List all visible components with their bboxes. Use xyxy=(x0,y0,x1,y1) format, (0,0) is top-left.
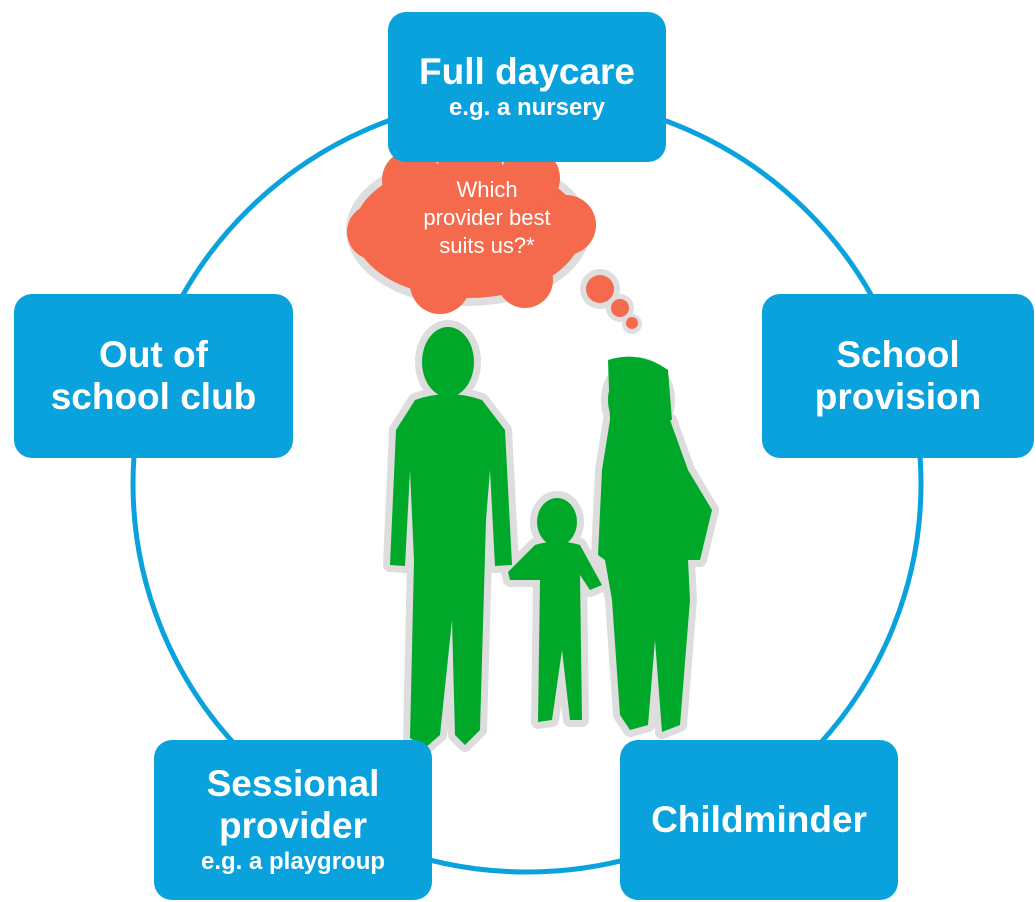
out-of-school-club-box: Out of school club xyxy=(14,294,293,458)
sessional-provider-subtitle: e.g. a playgroup xyxy=(200,848,386,875)
family-silhouette-icon xyxy=(383,320,719,755)
full-daycare-box: Full daycare e.g. a nursery xyxy=(388,12,666,162)
childminder-title: Childminder xyxy=(651,799,867,840)
thought-line3: suits us?* xyxy=(439,233,535,258)
childminder-box: Childminder xyxy=(620,740,898,900)
school-provision-line2: provision xyxy=(814,376,982,417)
full-daycare-title: Full daycare xyxy=(419,51,635,92)
school-provision-box: School provision xyxy=(762,294,1034,458)
sessional-provider-line1: Sessional xyxy=(206,763,380,804)
out-of-school-club-line2: school club xyxy=(50,376,257,417)
full-daycare-subtitle: e.g. a nursery xyxy=(448,94,606,121)
thought-bubble-text: Which provider best suits us?* xyxy=(372,176,602,260)
school-provision-line1: School xyxy=(836,334,960,375)
thought-line2: provider best xyxy=(423,205,551,230)
sessional-provider-line2: provider xyxy=(218,805,368,846)
sessional-provider-box: Sessional provider e.g. a playgroup xyxy=(154,740,432,900)
thought-line1: Which xyxy=(456,177,518,202)
out-of-school-club-line1: Out of xyxy=(99,334,208,375)
